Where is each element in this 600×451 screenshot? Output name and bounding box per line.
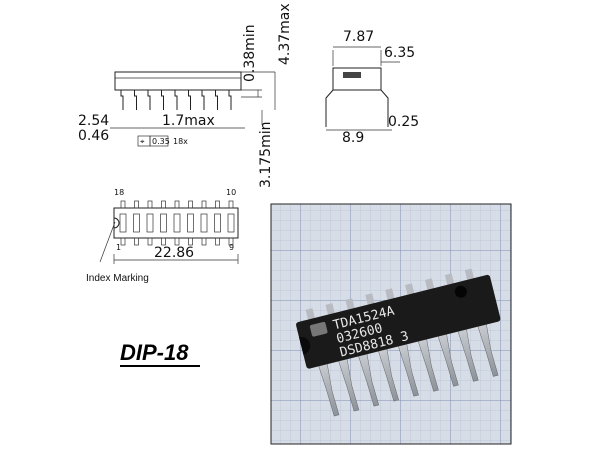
length-label: 22.86 [154, 245, 194, 261]
top-pin [174, 237, 180, 246]
svg-text:⌖: ⌖ [140, 137, 145, 146]
body-width-label: 7.87 [343, 29, 374, 45]
height-max-label: 4.37max [277, 3, 293, 65]
top-pin [188, 237, 193, 246]
top-pin [228, 237, 234, 246]
top-pin [174, 200, 180, 209]
photo-lead [365, 293, 375, 307]
top-pin [120, 237, 126, 246]
lead-thickness-label: 0.25 [388, 114, 419, 130]
side-body [114, 71, 242, 91]
index-marking-label: Index Marking [86, 273, 149, 284]
photo-lead [464, 268, 475, 282]
top-pin [147, 237, 153, 246]
standoff-min-label: 0.38min [242, 24, 258, 82]
side-pin [215, 90, 218, 110]
pin-width-label: 0.46 [78, 128, 109, 144]
top-pin [134, 200, 139, 209]
side-pins [120, 90, 232, 110]
tolerance-count: 18x [173, 137, 188, 146]
side-pin [174, 90, 178, 110]
photo-lead [405, 283, 415, 297]
photo-lead [325, 303, 336, 317]
photo-lead [305, 308, 316, 322]
pin-10-label: 10 [226, 188, 236, 197]
end-view: 7.87 6.35 8.9 0.25 [325, 29, 419, 146]
lead-length-label: 3.175min [258, 122, 274, 188]
lead-offset-label: 6.35 [384, 45, 415, 61]
side-pin [134, 90, 137, 110]
side-pin [228, 90, 232, 110]
pin-18-label: 18 [114, 188, 124, 197]
top-pin [161, 200, 166, 209]
top-pin [188, 200, 193, 209]
pin-1-label: 1 [116, 243, 121, 252]
tolerance-value: 0.35 [152, 137, 170, 146]
photo-lead [444, 273, 455, 287]
shoulder-label: 1.7max [162, 113, 215, 129]
side-pin [201, 90, 205, 110]
side-pin [147, 90, 151, 110]
chip-body [296, 274, 501, 369]
side-pin [120, 90, 124, 110]
pin-pitch-label: 2.54 [78, 113, 109, 129]
top-pin [147, 200, 153, 209]
photo-lead [385, 288, 395, 302]
top-pin [134, 237, 139, 246]
row-spacing-label: 8.9 [342, 130, 364, 146]
package-title: DIP-18 [120, 340, 189, 365]
pin-9-label: 9 [229, 243, 234, 252]
chip-photo: TDA1524A 032600 DSD8818 3 [270, 203, 512, 445]
photo-lead [345, 298, 356, 312]
side-pin [188, 90, 191, 110]
top-pin [120, 200, 126, 209]
top-pin [215, 200, 220, 209]
side-view: 0.38min 4.37max 3.175min 2.54 0.46 1.7ma… [78, 3, 293, 188]
top-pin [201, 200, 207, 209]
top-view: 18 10 1 9 22.86 Index Marking [86, 188, 239, 284]
side-pin [161, 90, 164, 110]
top-pin [228, 200, 234, 209]
top-pin [215, 237, 220, 246]
top-pin [201, 237, 207, 246]
photo-lead [424, 278, 435, 292]
top-pin [161, 237, 166, 246]
